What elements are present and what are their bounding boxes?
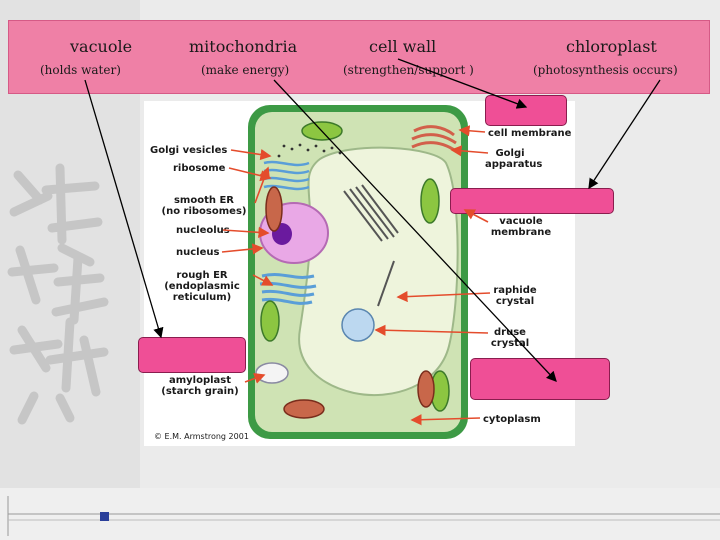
footer-accent-square	[100, 512, 109, 521]
label-nucleus: nucleus	[176, 247, 220, 258]
header-band	[8, 20, 710, 94]
label-rough-er: rough ER (endoplasmic reticulum)	[164, 270, 240, 303]
blank-box-cell-wall-target[interactable]	[485, 95, 567, 126]
term-chloroplast: chloroplast	[566, 37, 657, 56]
blank-box-mitochondria-target[interactable]	[470, 358, 610, 400]
term-cell-wall: cell wall	[369, 37, 437, 56]
footer-bar	[0, 488, 720, 540]
label-nucleolus: nucleolus	[176, 225, 230, 236]
credit-text: © E.M. Armstrong 2001	[154, 432, 249, 441]
blank-box-chloroplast-target[interactable]	[450, 188, 614, 214]
term-vacuole: vacuole	[70, 37, 133, 56]
label-ribosome: ribosome	[173, 163, 226, 174]
label-golgi-vesicles: Golgi vesicles	[150, 145, 228, 156]
label-druse-crystal: druse crystal	[490, 327, 530, 349]
amyloplast-shape	[255, 362, 289, 384]
chinese-calligraphy-background	[7, 163, 109, 425]
def-mitochondria: (make energy)	[201, 63, 290, 77]
def-cell-wall: (strengthen/support )	[343, 63, 474, 77]
blank-box-vacuole-target[interactable]	[138, 337, 246, 373]
def-chloroplast: (photosynthesis occurs)	[533, 63, 678, 77]
label-amyloplast: amyloplast (starch grain)	[161, 375, 239, 397]
term-mitochondria: mitochondria	[189, 37, 298, 56]
label-vacuole-membrane: vacuole membrane	[490, 216, 552, 238]
def-vacuole: (holds water)	[40, 63, 121, 77]
label-golgi-apparatus: Golgi apparatus	[485, 148, 543, 170]
label-cell-membrane: cell membrane	[488, 128, 572, 139]
druse-crystal-shape	[341, 308, 375, 342]
label-cytoplasm: cytoplasm	[483, 414, 541, 425]
label-smooth-er: smooth ER (no ribosomes)	[161, 195, 247, 217]
label-raphide-crystal: raphide crystal	[493, 285, 537, 307]
